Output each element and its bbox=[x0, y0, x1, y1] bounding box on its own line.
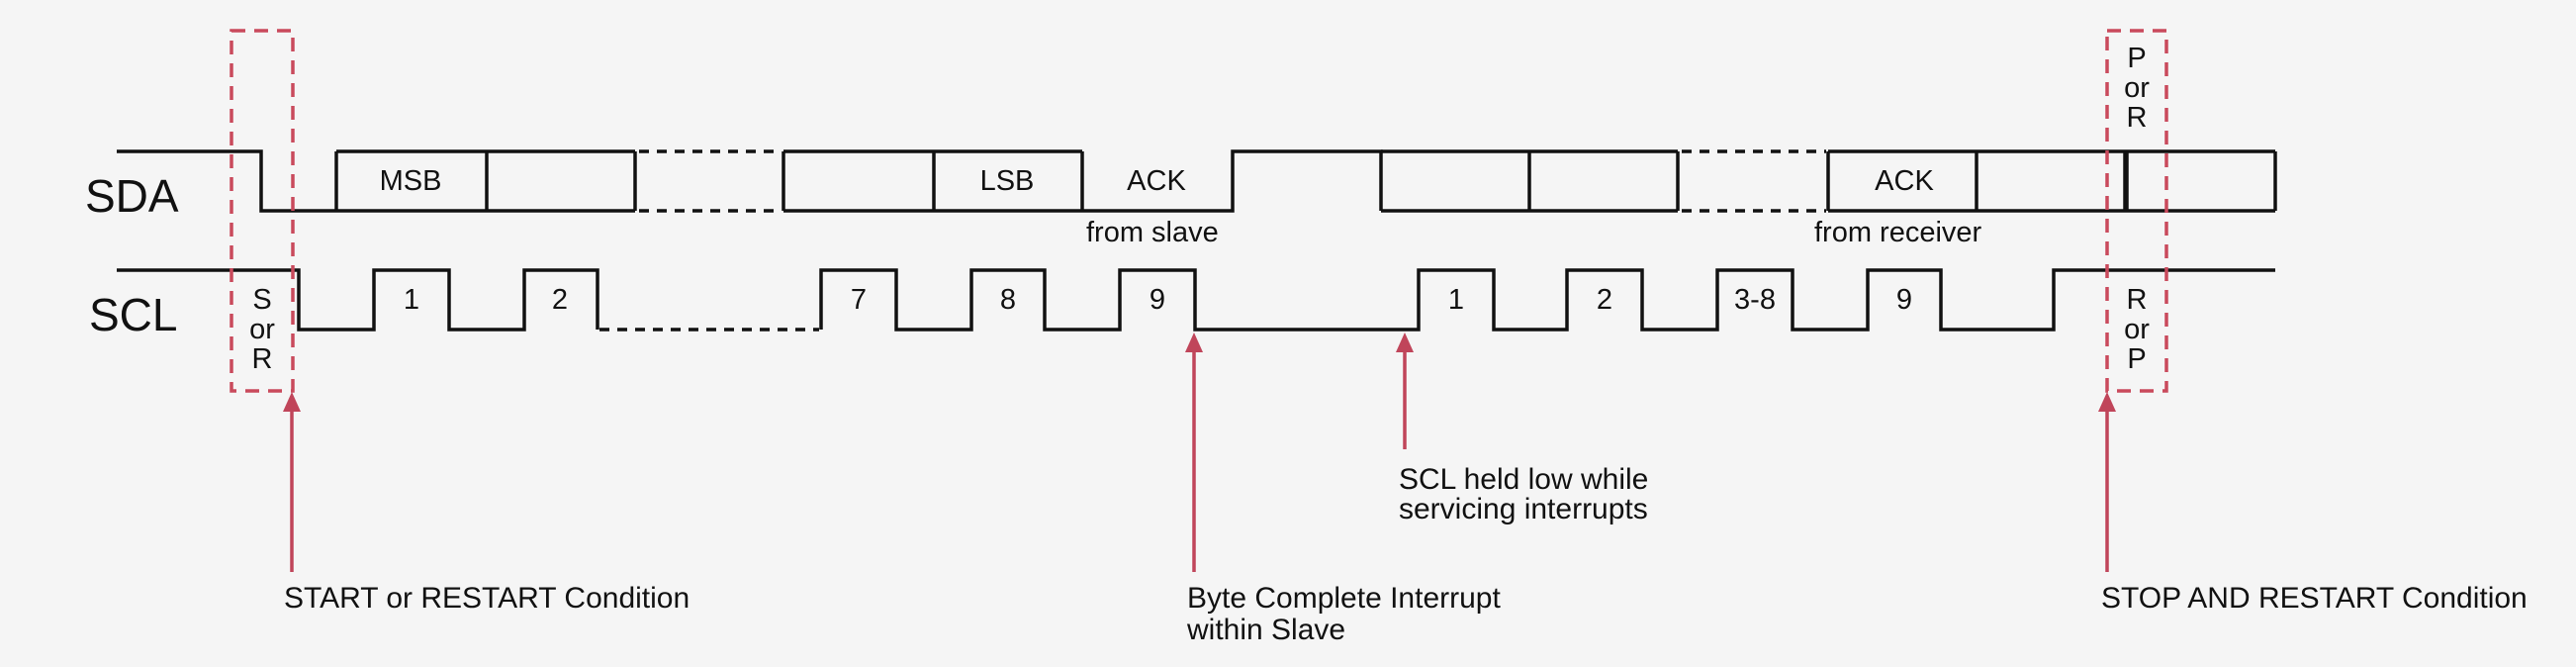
scl-label: SCL bbox=[89, 289, 177, 340]
sda-byte2-end-bits bbox=[1826, 149, 2277, 213]
sda-waveform bbox=[117, 149, 2277, 213]
stop-condition-sda-p: P bbox=[2127, 43, 2146, 74]
scl-pulse-label: 9 bbox=[1150, 284, 1165, 316]
scl-held-arrow bbox=[1396, 333, 1414, 449]
sda-start-segment bbox=[117, 149, 336, 213]
start-condition-s: S bbox=[252, 284, 271, 316]
sda-byte2-bits bbox=[1381, 149, 1680, 213]
scl-first-pulses bbox=[117, 268, 599, 332]
sda-label: SDA bbox=[85, 170, 179, 222]
sda-from-receiver-note: from receiver bbox=[1814, 217, 1982, 248]
sda-lsb-label: LSB bbox=[980, 165, 1035, 197]
sda-ack-slave-segment bbox=[1082, 149, 1383, 213]
stop-condition-sda-or: or bbox=[2124, 72, 2150, 104]
sda-byte2-ellipsis bbox=[1682, 149, 1826, 213]
scl-pulse-label: 3-8 bbox=[1734, 284, 1776, 316]
start-condition-box bbox=[230, 29, 295, 393]
scl-pulse-label: 8 bbox=[1000, 284, 1016, 316]
stop-condition-scl-or: or bbox=[2124, 314, 2150, 345]
sda-from-slave-note: from slave bbox=[1086, 217, 1219, 248]
sda-ack-receiver-label: ACK bbox=[1875, 165, 1934, 197]
scl-waveform bbox=[117, 268, 2275, 332]
sda-byte1-end-bits bbox=[782, 149, 1084, 213]
stop-condition-scl-p: P bbox=[2127, 343, 2146, 375]
scl-pulse-label: 1 bbox=[404, 284, 419, 316]
start-condition-or: or bbox=[249, 314, 275, 345]
sda-byte1-ellipsis bbox=[639, 149, 782, 213]
scl-pulse-label: 7 bbox=[851, 284, 867, 316]
stop-condition-box bbox=[2105, 29, 2168, 393]
byte-complete-annotation-line1: Byte Complete Interrupt bbox=[1187, 582, 1501, 615]
stop-restart-annotation: STOP AND RESTART Condition bbox=[2101, 582, 2528, 615]
sda-ack-slave-label: ACK bbox=[1127, 165, 1186, 197]
stop-condition-sda-r: R bbox=[2127, 102, 2148, 134]
scl-pulse-label: 2 bbox=[552, 284, 568, 316]
scl-pulse-label: 9 bbox=[1896, 284, 1912, 316]
scl-pulse-label: 1 bbox=[1448, 284, 1464, 316]
scl-held-annotation-line2: servicing interrupts bbox=[1399, 493, 1648, 525]
byte-complete-annotation-line2: within Slave bbox=[1186, 614, 1345, 646]
stop-condition-scl-r: R bbox=[2127, 284, 2148, 316]
sda-msb-label: MSB bbox=[380, 165, 442, 197]
start-annotation: START or RESTART Condition bbox=[284, 582, 690, 615]
start-arrow bbox=[283, 392, 301, 572]
stop-arrow bbox=[2098, 392, 2116, 572]
scl-remaining-pulses bbox=[819, 268, 2275, 332]
sda-byte1-bits bbox=[334, 149, 637, 213]
start-condition-r: R bbox=[252, 343, 273, 375]
byte-complete-arrow bbox=[1185, 333, 1203, 572]
scl-held-annotation-line1: SCL held low while bbox=[1399, 463, 1648, 496]
scl-pulse-label: 2 bbox=[1597, 284, 1612, 316]
